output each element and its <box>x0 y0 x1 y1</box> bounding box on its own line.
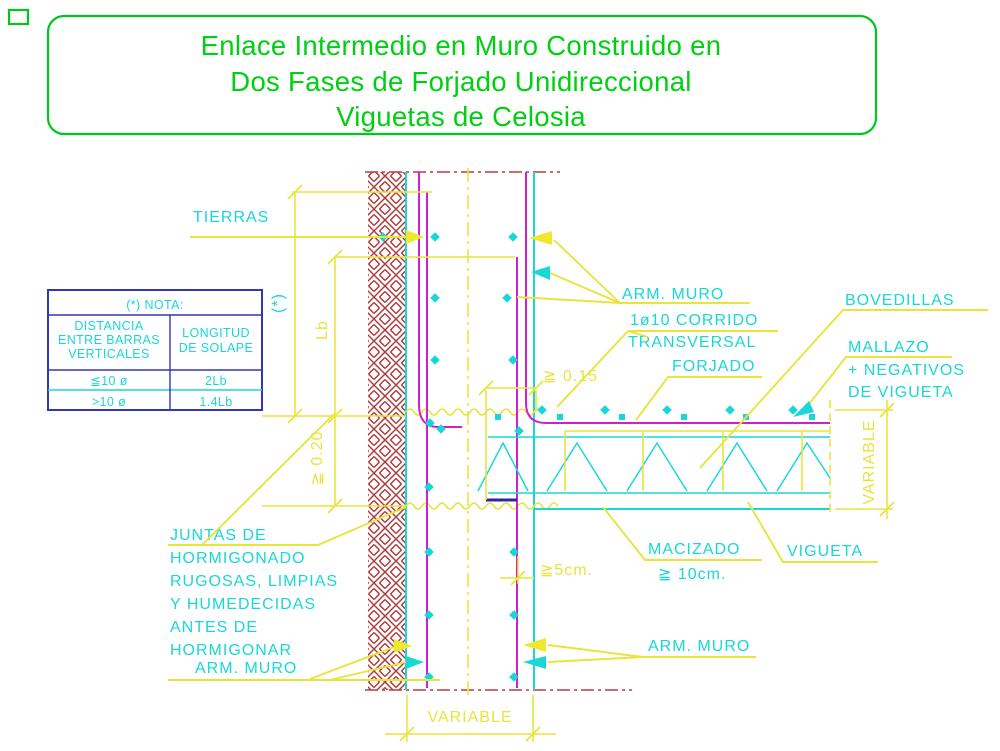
row2-distancia: >10 ø <box>92 395 126 409</box>
label-macizado-1: MACIZADO <box>648 541 740 558</box>
dim-5cm-label: ≧5cm. <box>540 562 593 579</box>
leader-forjado <box>635 376 762 421</box>
label-arm-muro-top: ARM. MURO <box>622 286 724 303</box>
label-mallazo-3: DE VIGUETA <box>848 384 954 401</box>
title-line-1: Enlace Intermedio en Muro Construido en <box>201 30 722 61</box>
note-table-border <box>47 289 263 411</box>
label-bovedillas: BOVEDILLAS <box>845 292 955 309</box>
leader-arrow-icon <box>529 231 552 245</box>
label-arm-muro-bottom-right: ARM. MURO <box>648 638 750 655</box>
label-juntas-4: Y HUMEDECIDAS <box>170 596 316 613</box>
transverse-bar-dots <box>378 232 798 682</box>
dimensions: Lb (*) ≧ 0.20 ≧ 0.15 VARIABLE VARIABLE <box>262 184 895 742</box>
leader-arm-muro-br <box>547 644 756 663</box>
leader-arrow-icon <box>523 638 546 652</box>
label-juntas-2: HORMIGONADO <box>170 550 305 567</box>
mallazo-bar-squares <box>495 414 815 420</box>
col1-header-line3: VERTICALES <box>68 347 150 361</box>
label-vigueta: VIGUETA <box>787 543 863 560</box>
note-table-title: (*) NOTA: <box>126 298 184 312</box>
leader-arrow-icon <box>406 230 424 244</box>
title-border <box>46 14 878 136</box>
leader-arrow-icon <box>523 656 546 669</box>
wall-slab-section: Lb (*) ≧ 0.20 ≧ 0.15 VARIABLE VARIABLE <box>168 168 988 742</box>
col1-header-line1: DISTANCIA <box>74 319 144 333</box>
lattice-truss-web <box>477 441 831 492</box>
dim-020-label: ≧ 0.20 <box>309 431 326 486</box>
label-mallazo-2: + NEGATIVOS <box>848 362 965 379</box>
col2-header-line2: DE SOLAPE <box>179 341 253 355</box>
bovedilla-joints <box>564 431 803 491</box>
row1-distancia: ≦10 ø <box>90 374 128 388</box>
leader-arrow-icon <box>793 401 814 417</box>
label-forjado: FORJADO <box>672 358 755 375</box>
label-macizado-2: ≧ 10cm. <box>658 566 726 583</box>
leader-juntas <box>168 413 407 546</box>
title-line-2: Dos Fases de Forjado Unidireccional <box>230 66 691 97</box>
title-box: Enlace Intermedio en Muro Construido en … <box>46 14 878 136</box>
leader-arm-muro-top <box>516 239 750 304</box>
rebar-left-phase1 <box>418 172 462 428</box>
corner-mark <box>7 8 30 26</box>
slab <box>477 400 831 515</box>
leader-mallazo <box>805 356 952 409</box>
leader-arrow-icon <box>394 639 412 653</box>
label-arm-muro-bottom-left: ARM. MURO <box>195 660 297 677</box>
dim-variable-right: VARIABLE <box>861 419 878 504</box>
joint-wavy-bottom <box>405 502 559 510</box>
col2-header-line1: LONGITUD <box>182 326 250 340</box>
label-juntas-block: JUNTAS DE HORMIGONADO RUGOSAS, LIMPIAS Y… <box>170 527 338 659</box>
note-table: (*) NOTA: DISTANCIA ENTRE BARRAS VERTICA… <box>47 289 263 411</box>
leader-corrido <box>556 330 778 408</box>
earth-hatch <box>368 172 406 690</box>
label-corrido-2: TRANSVERSAL <box>628 334 756 351</box>
leader-macizado <box>602 506 762 561</box>
leader-arrow-icon <box>531 266 550 280</box>
label-juntas-1: JUNTAS DE <box>170 527 267 544</box>
dim-lb-label: Lb <box>314 320 331 340</box>
label-juntas-6: HORMIGONAR <box>170 642 292 659</box>
label-corrido-1: 1ø10 CORRIDO <box>630 312 758 329</box>
row2-solape: 1.4Lb <box>199 395 232 409</box>
annotations: TIERRAS ARM. MURO 1ø10 CORRIDO TRANSVERS… <box>168 209 988 681</box>
joint-wavy-top <box>405 408 543 416</box>
leader-bovedillas <box>699 309 988 469</box>
label-juntas-5: ANTES DE <box>170 619 258 636</box>
leader-arrow-icon <box>406 656 424 669</box>
leader-arm-muro-bl <box>168 646 440 681</box>
label-juntas-3: RUGOSAS, LIMPIAS <box>170 573 338 590</box>
col1-header-line2: ENTRE BARRAS <box>58 333 160 347</box>
leader-vigueta <box>747 501 878 563</box>
row1-solape: 2Lb <box>205 374 227 388</box>
title-line-3: Viguetas de Celosia <box>336 101 586 132</box>
rebar-right-phase1-and-slab-top <box>525 172 830 424</box>
label-tierras: TIERRAS <box>193 209 269 226</box>
dim-note-star: (*) <box>270 293 287 313</box>
dim-015-label: ≧ 0.15 <box>543 368 598 385</box>
dim-variable-bottom: VARIABLE <box>427 709 512 726</box>
label-mallazo-1: MALLAZO <box>848 339 930 356</box>
wall-rebar <box>418 172 830 688</box>
